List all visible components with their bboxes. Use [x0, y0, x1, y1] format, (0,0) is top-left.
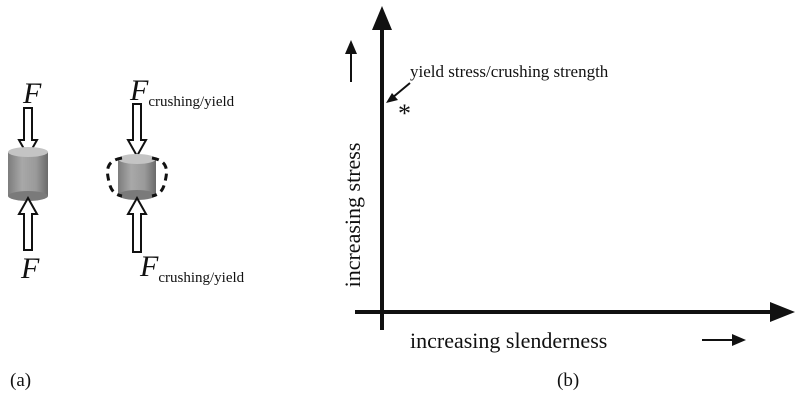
y-axis-arrowhead	[372, 6, 392, 30]
x-axis-arrowhead	[770, 302, 795, 322]
specimen-cylinder	[8, 147, 48, 201]
caption-b: (b)	[557, 370, 579, 391]
top-force-label: F	[22, 77, 42, 110]
y-axis-label: increasing stress	[340, 143, 365, 288]
annotation-pointer-arrow	[386, 82, 411, 103]
crushing-top-label: Fcrushing/yield	[129, 74, 235, 110]
bulged-outline	[106, 156, 123, 198]
crushed-specimen	[118, 154, 156, 200]
crushing-top-arrow	[126, 103, 148, 159]
yield-marker: *	[398, 99, 411, 128]
caption-a: (a)	[10, 370, 31, 391]
stress-direction-arrow	[345, 40, 357, 82]
bottom-force-label: F	[20, 252, 40, 285]
slenderness-direction-arrow	[702, 334, 746, 346]
yield-annotation: yield stress/crushing strength	[410, 62, 609, 81]
panel-a: F F Fcrushing/yield Fcrushing/yield	[8, 74, 245, 391]
crushing-bottom-arrow	[126, 195, 148, 253]
panel-b: increasing stress yield stress/crushing …	[340, 6, 795, 391]
bottom-compression-arrow	[17, 195, 39, 251]
crushing-bottom-label: Fcrushing/yield	[139, 250, 245, 286]
x-axis-label: increasing slenderness	[410, 328, 607, 353]
bulged-outline-right	[151, 156, 168, 198]
